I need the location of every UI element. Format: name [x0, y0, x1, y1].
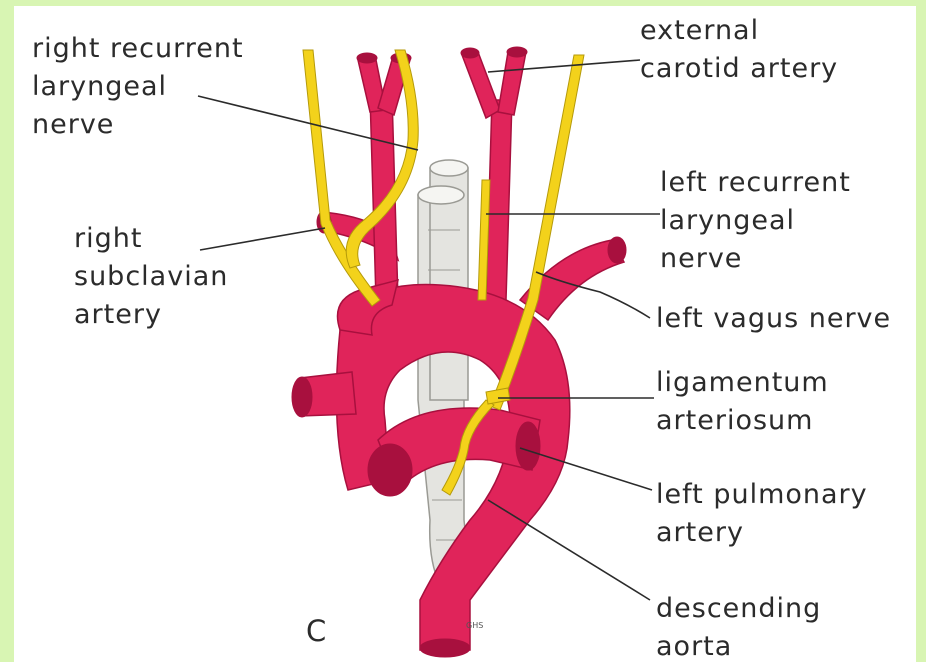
label-left-pulmonary-artery: left pulmonary artery — [656, 476, 868, 552]
label-ligamentum-arteriosum: ligamentum arteriosum — [656, 364, 829, 440]
label-external-carotid-artery: external carotid artery — [640, 12, 838, 88]
label-right-recurrent-laryngeal-nerve: right recurrent laryngeal nerve — [32, 30, 244, 144]
label-descending-aorta: descending aorta — [656, 590, 821, 666]
ligamentum-arteriosum — [486, 388, 510, 404]
label-left-recurrent-laryngeal-nerve: left recurrent laryngeal nerve — [660, 164, 851, 278]
label-right-subclavian-artery: right subclavian artery — [74, 220, 228, 334]
left-common-carotid-artery — [461, 47, 527, 300]
panel-letter: C — [306, 612, 327, 650]
label-left-vagus-nerve: left vagus nerve — [656, 300, 891, 338]
artist-signature: GHS — [466, 621, 483, 630]
trachea-esophagus — [418, 160, 470, 586]
